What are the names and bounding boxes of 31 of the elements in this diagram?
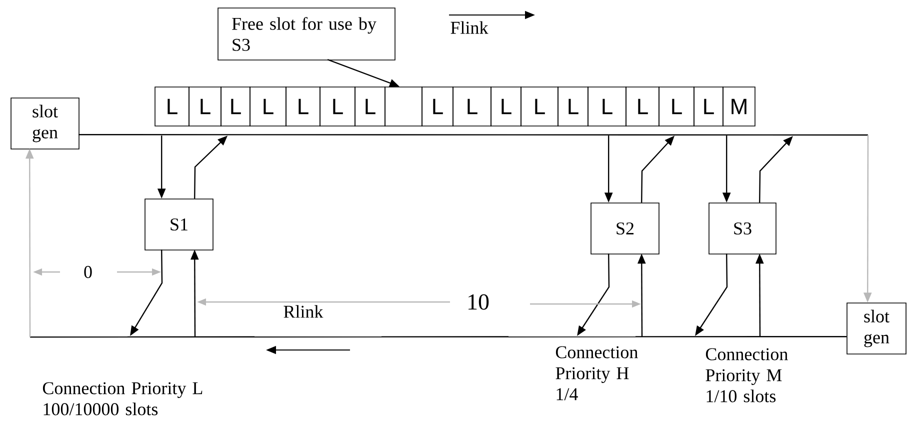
annotation-text: Connection Priority H 1/4	[556, 346, 638, 400]
slot-cell	[384, 86, 422, 126]
station-box: S3	[708, 202, 776, 254]
slot-cell: L	[658, 86, 694, 126]
slot-cell: L	[220, 86, 250, 126]
slot-cell: L	[188, 86, 222, 126]
direction-label: Rlink	[284, 305, 324, 318]
annotation-text: Connection Priority M 1/10 slots	[706, 348, 788, 402]
slot-generator-box: slot gen	[846, 302, 906, 354]
slot-cell: L	[422, 86, 454, 126]
slot-cell: L	[626, 86, 660, 126]
annotation-text: Connection Priority L 100/10000 slots	[42, 382, 202, 416]
slot-cell: L	[354, 86, 386, 126]
slot-cell: M	[722, 86, 756, 126]
station-box: S1	[144, 198, 214, 250]
dimension-label: 10	[468, 294, 489, 310]
callout-box: Free slot for use by S3	[218, 8, 396, 60]
station-box: S2	[590, 202, 660, 254]
slot-cell: L	[588, 86, 626, 126]
slot-cell: L	[452, 86, 492, 126]
slot-cell: L	[520, 86, 558, 126]
dimension-label: 0	[84, 266, 92, 278]
slot-cell: L	[250, 86, 286, 126]
direction-label: Flink	[450, 21, 488, 34]
slot-cell: L	[286, 86, 320, 126]
slot-generator-box: slot gen	[10, 98, 80, 150]
slot-cell: L	[558, 86, 588, 126]
slot-cell: L	[154, 86, 190, 126]
slot-cell: L	[694, 86, 724, 126]
slot-cell: L	[320, 86, 356, 126]
slot-cell: L	[490, 86, 522, 126]
